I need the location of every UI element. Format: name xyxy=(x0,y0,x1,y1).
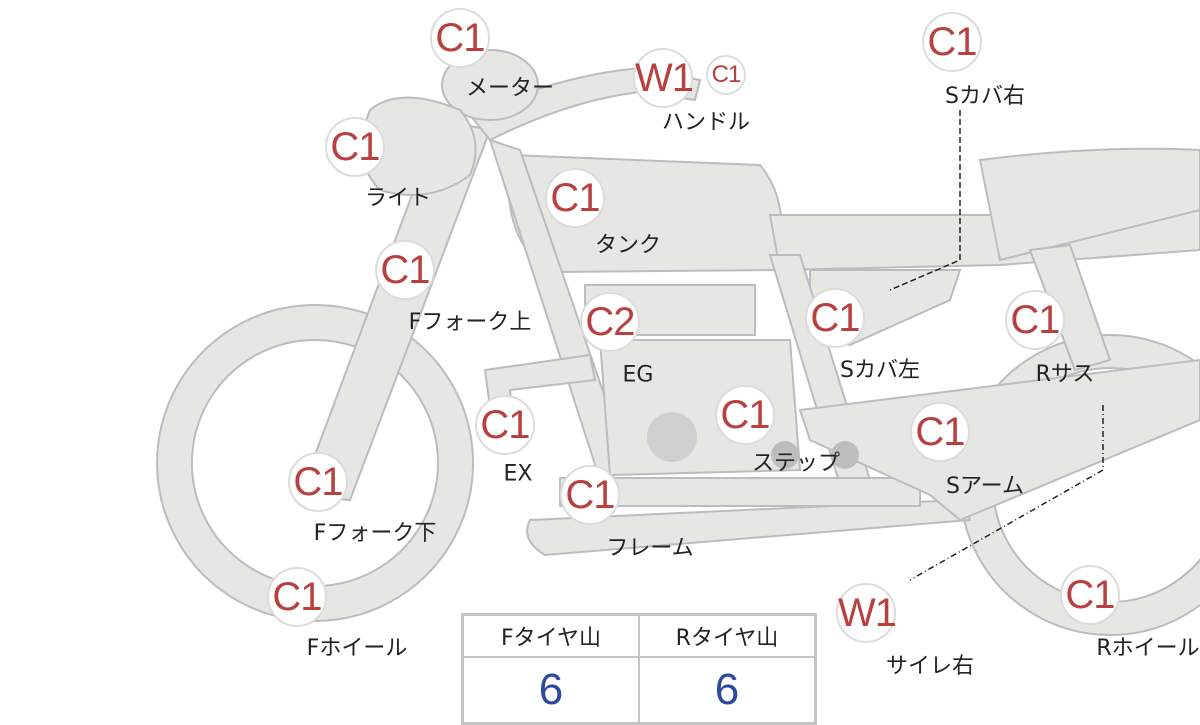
leader-line-silencer-right xyxy=(909,405,1104,581)
front-tire-value: 6 xyxy=(461,656,640,725)
marker-handle-extra[interactable]: C1 xyxy=(706,55,746,95)
tire-tread-table: Fタイヤ山 Rタイヤ山 6 6 xyxy=(461,613,817,725)
marker-frame[interactable]: C1 xyxy=(560,465,620,525)
label-rear-wheel: Rホイール xyxy=(1096,636,1200,661)
marker-rear-wheel[interactable]: C1 xyxy=(1060,565,1120,625)
label-front-wheel: Fホイール xyxy=(306,636,408,661)
marker-exhaust[interactable]: C1 xyxy=(475,395,535,455)
marker-engine[interactable]: C2 xyxy=(580,292,640,352)
frame-lower xyxy=(526,498,972,557)
front-fork xyxy=(298,118,492,502)
marker-s-cover-right[interactable]: C1 xyxy=(922,12,982,72)
marker-step[interactable]: C1 xyxy=(715,385,775,445)
label-frame: フレーム xyxy=(606,536,694,561)
label-meter: メーター xyxy=(465,76,555,101)
marker-s-cover-left[interactable]: C1 xyxy=(805,288,865,348)
marker-fork-upper[interactable]: C1 xyxy=(375,240,435,300)
marker-light[interactable]: C1 xyxy=(325,117,385,177)
rear-tire-value: 6 xyxy=(638,656,817,725)
label-engine: EG xyxy=(622,362,654,388)
marker-silencer-right[interactable]: W1 xyxy=(836,583,897,643)
label-light: ライト xyxy=(364,186,432,211)
marker-front-wheel[interactable]: C1 xyxy=(267,567,327,627)
meter xyxy=(441,49,539,121)
front-tire-header: Fタイヤ山 xyxy=(461,613,640,658)
marker-meter[interactable]: C1 xyxy=(430,8,490,68)
marker-tank[interactable]: C1 xyxy=(545,168,605,228)
label-rear-suspension: Rサス xyxy=(1035,362,1095,387)
label-silencer-right: サイレ右 xyxy=(885,654,975,679)
label-s-cover-right: Sカバ右 xyxy=(945,84,1025,109)
marker-rear-suspension[interactable]: C1 xyxy=(1005,290,1065,350)
rear-tire-header: Rタイヤ山 xyxy=(638,613,817,658)
marker-handle[interactable]: W1 xyxy=(633,48,694,108)
step-right xyxy=(831,441,859,469)
marker-fork-lower[interactable]: C1 xyxy=(288,452,348,512)
step-left xyxy=(771,441,799,469)
label-fork-upper: Fフォーク上 xyxy=(408,310,532,335)
label-fork-lower: Fフォーク下 xyxy=(313,521,437,546)
leader-line-s-cover-right xyxy=(889,110,961,291)
label-s-cover-left: Sカバ左 xyxy=(840,358,920,383)
label-swing-arm: Sアーム xyxy=(946,474,1024,499)
marker-swing-arm[interactable]: C1 xyxy=(910,402,970,462)
label-handle: ハンドル xyxy=(661,110,751,135)
engine-cover xyxy=(647,412,697,462)
swing-arm xyxy=(798,358,1200,522)
label-exhaust: EX xyxy=(503,461,533,487)
label-tank: タンク xyxy=(594,233,662,258)
label-step: ステップ xyxy=(751,451,841,476)
